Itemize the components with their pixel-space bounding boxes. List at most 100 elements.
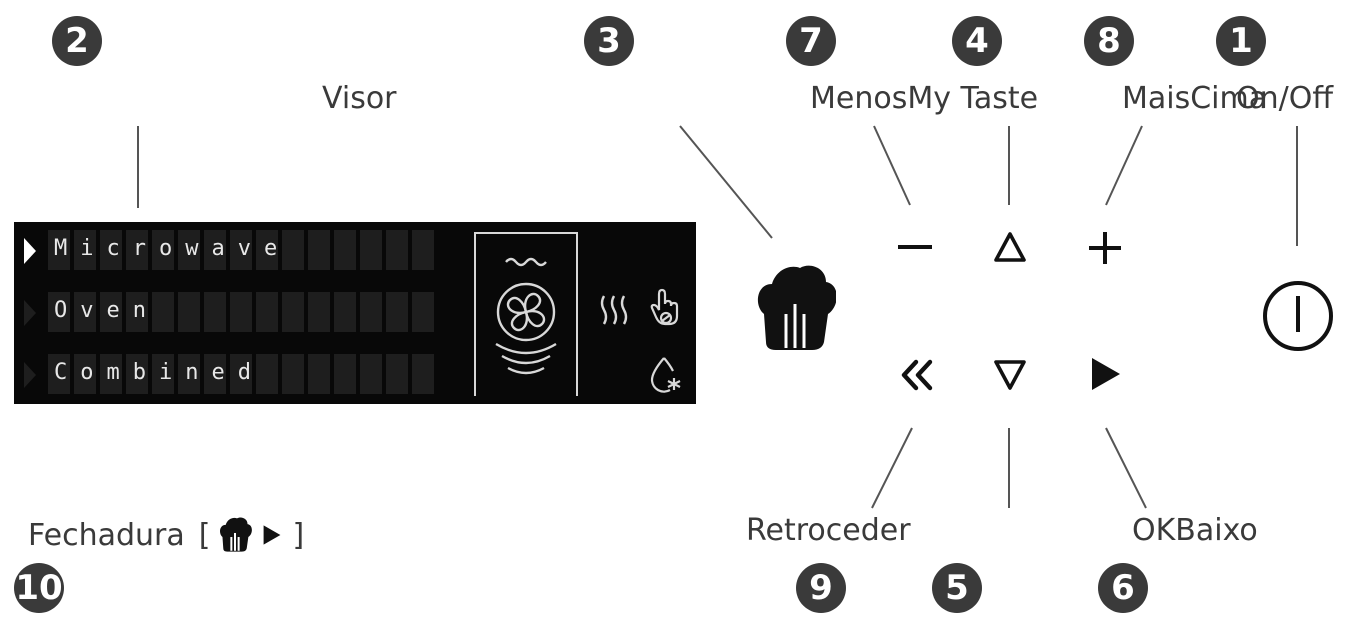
- label-mais-cima: MaisCima: [1122, 84, 1267, 114]
- label-menos: Menos: [810, 81, 908, 116]
- mode-oven: Oven: [54, 298, 159, 323]
- display-panel: Microwave Oven Combined: [14, 222, 696, 404]
- display-cell: [48, 354, 70, 394]
- display-cell: [100, 292, 122, 332]
- display-row[interactable]: Combined: [14, 348, 466, 400]
- display-cell: [334, 230, 356, 270]
- display-row[interactable]: Oven: [14, 286, 466, 338]
- display-cell: [152, 230, 174, 270]
- callout-3: 3: [584, 16, 634, 66]
- label-ok: OK: [1132, 513, 1176, 548]
- hand-touch-icon: [650, 288, 679, 326]
- display-cell: [152, 292, 174, 332]
- plus-button[interactable]: [1086, 228, 1126, 268]
- plus-icon: [1089, 232, 1121, 264]
- up-button[interactable]: [990, 228, 1030, 268]
- lock-legend: Fechadura [ ]: [28, 516, 304, 554]
- display-cell: [178, 292, 200, 332]
- display-cell: [256, 230, 278, 270]
- display-cell: [386, 354, 408, 394]
- display-cell: [412, 292, 434, 332]
- triangle-up-icon: [994, 232, 1026, 262]
- display-cell: [178, 354, 200, 394]
- display-cell: [256, 292, 278, 332]
- display-cell: [48, 230, 70, 270]
- row-arrow: [24, 238, 36, 264]
- display-cell: [308, 292, 330, 332]
- display-cell: [386, 292, 408, 332]
- display-cell: [230, 230, 252, 270]
- callout-2: 2: [52, 16, 102, 66]
- display-cell: [204, 230, 226, 270]
- callout-4: 4: [952, 16, 1002, 66]
- display-cell: [282, 292, 304, 332]
- my-taste-button[interactable]: [754, 262, 836, 356]
- chef-hat-icon: [220, 517, 253, 552]
- triangle-down-icon: [994, 360, 1026, 390]
- leader-retroceder: [871, 427, 913, 509]
- mode-combined: Combined: [54, 360, 264, 385]
- ok-button[interactable]: [1086, 354, 1126, 394]
- row-arrow: [24, 362, 36, 388]
- callout-10: 10: [14, 563, 64, 613]
- leader-ok: [1105, 427, 1147, 509]
- play-icon: [264, 525, 281, 545]
- down-button[interactable]: [990, 354, 1030, 394]
- leader-my-taste: [679, 125, 773, 239]
- display-cell: [178, 230, 200, 270]
- double-chevron-left-icon: [901, 359, 933, 391]
- label-my-taste: My Taste: [907, 81, 1039, 116]
- label-visor: Visor: [322, 81, 397, 116]
- display-cell: [100, 354, 122, 394]
- display-cell: [126, 230, 148, 270]
- label-on-off: On/Off: [1236, 81, 1334, 116]
- display-cell: [126, 292, 148, 332]
- label-baixo: Baixo: [1175, 513, 1258, 548]
- label-menos-my-taste: MenosMy Taste: [810, 84, 1038, 114]
- display-cell: [204, 354, 226, 394]
- display-cell: [48, 292, 70, 332]
- callout-6: 6: [1098, 563, 1148, 613]
- leader-menos: [873, 125, 911, 206]
- callout-9: 9: [796, 563, 846, 613]
- display-row[interactable]: Microwave: [14, 224, 466, 276]
- display-cell: [204, 292, 226, 332]
- bracket-close: ]: [292, 517, 305, 553]
- display-cell: [230, 292, 252, 332]
- display-cell: [230, 354, 252, 394]
- display-cell: [100, 230, 122, 270]
- display-cell: [74, 230, 96, 270]
- callout-7: 7: [786, 16, 836, 66]
- leader-mais: [1105, 125, 1143, 206]
- display-cell: [386, 230, 408, 270]
- callout-5: 5: [932, 563, 982, 613]
- display-cell: [256, 354, 278, 394]
- display-cell: [126, 354, 148, 394]
- power-button[interactable]: [1256, 274, 1340, 358]
- label-cima: Cima: [1190, 81, 1268, 116]
- display-cell: [74, 292, 96, 332]
- label-fechadura: Fechadura: [28, 517, 185, 553]
- minus-icon: [898, 245, 932, 249]
- display-cell: [360, 354, 382, 394]
- display-cell: [412, 354, 434, 394]
- label-mais: Mais: [1122, 81, 1191, 116]
- display-cell: [152, 354, 174, 394]
- play-icon: [1092, 358, 1120, 390]
- power-icon: [1263, 281, 1333, 351]
- callout-8: 8: [1084, 16, 1134, 66]
- display-cell: [334, 292, 356, 332]
- minus-button[interactable]: [896, 232, 936, 262]
- display-cell: [412, 230, 434, 270]
- callout-1: 1: [1216, 16, 1266, 66]
- display-cell: [308, 230, 330, 270]
- display-cell: [282, 230, 304, 270]
- back-button[interactable]: [898, 356, 938, 394]
- display-cell: [360, 230, 382, 270]
- display-cell: [282, 354, 304, 394]
- mode-microwave: Microwave: [54, 236, 291, 261]
- chef-hat-icon: [757, 265, 836, 350]
- row-arrow: [24, 300, 36, 326]
- bracket-open: [: [198, 517, 211, 553]
- label-retroceder: Retroceder: [746, 513, 911, 548]
